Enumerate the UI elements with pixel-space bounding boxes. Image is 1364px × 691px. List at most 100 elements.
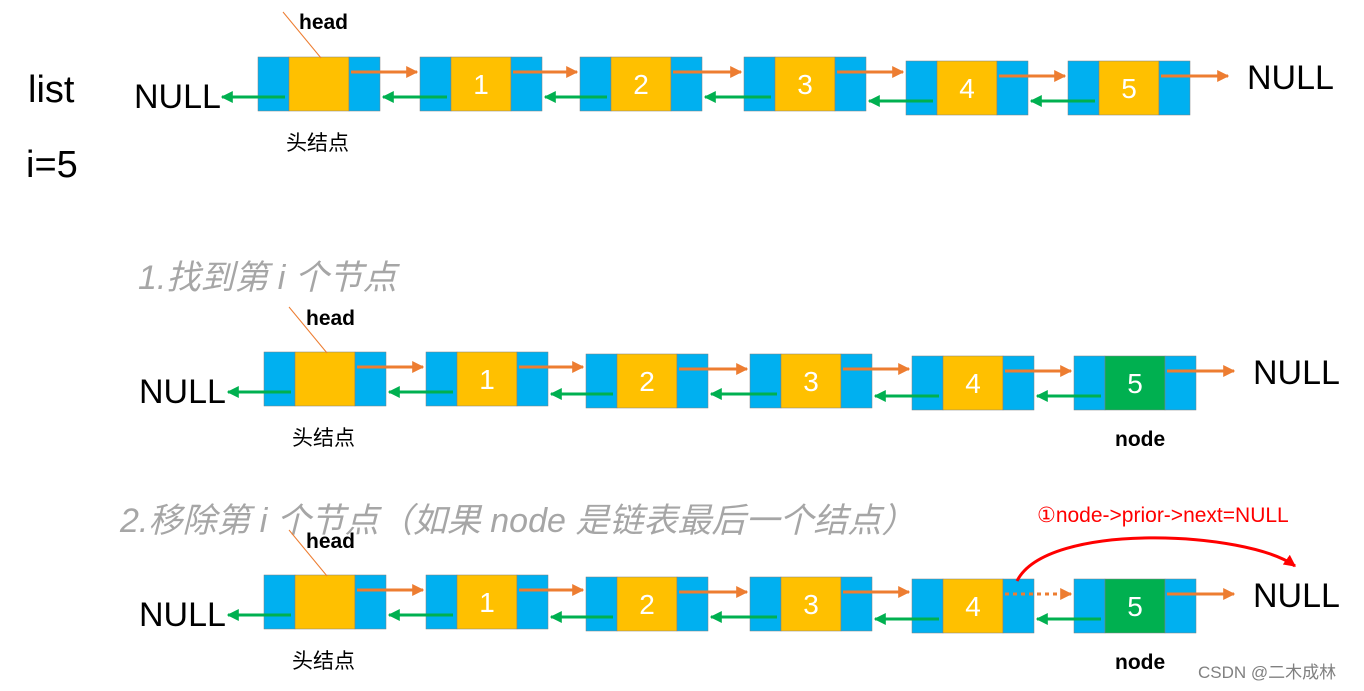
row1-node-1-next-cell — [510, 56, 543, 112]
annotation-text: ①node->prior->next=NULL — [1037, 504, 1289, 527]
row2-node-0-next-cell — [354, 351, 387, 407]
row3-node-0-data-cell — [294, 574, 356, 630]
row2-head-pointer — [288, 306, 328, 354]
row1-node-4-next-cell — [996, 60, 1029, 116]
row1-node-3-data-cell — [774, 56, 836, 112]
row1-node-5-next-cell — [1158, 60, 1191, 116]
row3-node-1-next-cell — [516, 574, 549, 630]
row1-node-3-prior-cell — [743, 56, 776, 112]
row2-node-4-next-cell — [1002, 355, 1035, 411]
row1-node-5-data-cell — [1098, 60, 1160, 116]
row1-null-left: NULL — [134, 78, 221, 116]
row3-node-2-value: 2 — [639, 589, 655, 620]
row1-node-1-value: 1 — [473, 69, 489, 100]
row3-node-4: 4 — [911, 578, 1035, 634]
row3-node-3-data-cell — [780, 576, 842, 632]
row2-node-3-data-cell — [780, 353, 842, 409]
row2-node-1: 1 — [425, 351, 549, 407]
row3-node-5-data-cell — [1104, 578, 1166, 634]
row2-head-node-label: 头结点 — [292, 427, 355, 450]
row3-node-3-value: 3 — [803, 589, 819, 620]
row3-null-left: NULL — [139, 596, 226, 634]
row3-node-4-data-cell — [942, 578, 1004, 634]
row3-node-0-prior-cell — [263, 574, 296, 630]
row3-node-1-prior-cell — [425, 574, 458, 630]
row2-node-1-prior-cell — [425, 351, 458, 407]
row1-node-1-data-cell — [450, 56, 512, 112]
row1-node-2-next-cell — [670, 56, 703, 112]
row1-node-0-data-cell — [288, 56, 350, 112]
row1-node-4-prior-cell — [905, 60, 938, 116]
row3-node-5-value: 5 — [1127, 591, 1143, 622]
row2-node-2-value: 2 — [639, 366, 655, 397]
row1-node-0 — [257, 56, 381, 112]
row2-node-2-next-cell — [676, 353, 709, 409]
row3-head-pointer — [288, 529, 328, 577]
row2-node-1-next-cell — [516, 351, 549, 407]
row3-null-right: NULL — [1253, 577, 1340, 615]
row1-node-5: 5 — [1067, 60, 1191, 116]
row1-node-2-prior-cell — [579, 56, 612, 112]
row3-node-2-next-cell — [676, 576, 709, 632]
row3-node-3-prior-cell — [749, 576, 782, 632]
row1-node-3: 3 — [743, 56, 867, 112]
row1-node-2: 2 — [579, 56, 703, 112]
row2-node-1-value: 1 — [479, 364, 495, 395]
row1-node-1: 1 — [419, 56, 543, 112]
row2-node-4-value: 4 — [965, 368, 981, 399]
row2-node-5: 5 — [1073, 355, 1197, 411]
index-label: i=5 — [26, 144, 78, 186]
row3-head-label: head — [306, 530, 356, 553]
row2-node-label: node — [1115, 428, 1166, 451]
row2-null-left: NULL — [139, 373, 226, 411]
row2-node-5-data-cell — [1104, 355, 1166, 411]
row3-annotation-curve-arrow — [1015, 536, 1296, 582]
row1-node-4-data-cell — [936, 60, 998, 116]
row2-node-2: 2 — [585, 353, 709, 409]
row2-node-3-prior-cell — [749, 353, 782, 409]
row2-node-1-data-cell — [456, 351, 518, 407]
row1-head-label: head — [299, 11, 349, 34]
list-label: list — [28, 69, 75, 111]
row2-null-right: NULL — [1253, 354, 1340, 392]
row1-node-2-data-cell — [610, 56, 672, 112]
row1-node-0-next-cell — [348, 56, 381, 112]
row1-head-node-label: 头结点 — [286, 132, 349, 155]
row1-null-right: NULL — [1247, 59, 1334, 97]
row2-node-2-prior-cell — [585, 353, 618, 409]
row3-node-0-next-cell — [354, 574, 387, 630]
row3-node-4-next-cell — [1002, 578, 1035, 634]
row2-node-5-value: 5 — [1127, 368, 1143, 399]
row2-node-0-data-cell — [294, 351, 356, 407]
row3-node-5: 5 — [1073, 578, 1197, 634]
row3-node-1: 1 — [425, 574, 549, 630]
row2-node-0 — [263, 351, 387, 407]
watermark: CSDN @二木成林 — [1198, 663, 1337, 682]
row2-node-4: 4 — [911, 355, 1035, 411]
row2-node-3-value: 3 — [803, 366, 819, 397]
row2-node-0-prior-cell — [263, 351, 296, 407]
row3-node-4-prior-cell — [911, 578, 944, 634]
row2-node-5-next-cell — [1164, 355, 1197, 411]
row3-node-0 — [263, 574, 387, 630]
row2-node-3: 3 — [749, 353, 873, 409]
row2-node-3-next-cell — [840, 353, 873, 409]
row2-node-4-data-cell — [942, 355, 1004, 411]
row1-node-4: 4 — [905, 60, 1029, 116]
row2-node-5-prior-cell — [1073, 355, 1106, 411]
row3-node-2-data-cell — [616, 576, 678, 632]
row1-node-4-value: 4 — [959, 73, 975, 104]
row3-head-node-label: 头结点 — [292, 650, 355, 673]
row3-node-3: 3 — [749, 576, 873, 632]
row3-node-label: node — [1115, 651, 1166, 674]
row3-node-2: 2 — [585, 576, 709, 632]
row1-head-pointer — [282, 11, 322, 59]
row1-node-3-value: 3 — [797, 69, 813, 100]
row3-node-2-prior-cell — [585, 576, 618, 632]
row1-node-5-prior-cell — [1067, 60, 1100, 116]
row1-node-1-prior-cell — [419, 56, 452, 112]
row1-node-2-value: 2 — [633, 69, 649, 100]
row3-node-1-data-cell — [456, 574, 518, 630]
row1-node-0-prior-cell — [257, 56, 290, 112]
